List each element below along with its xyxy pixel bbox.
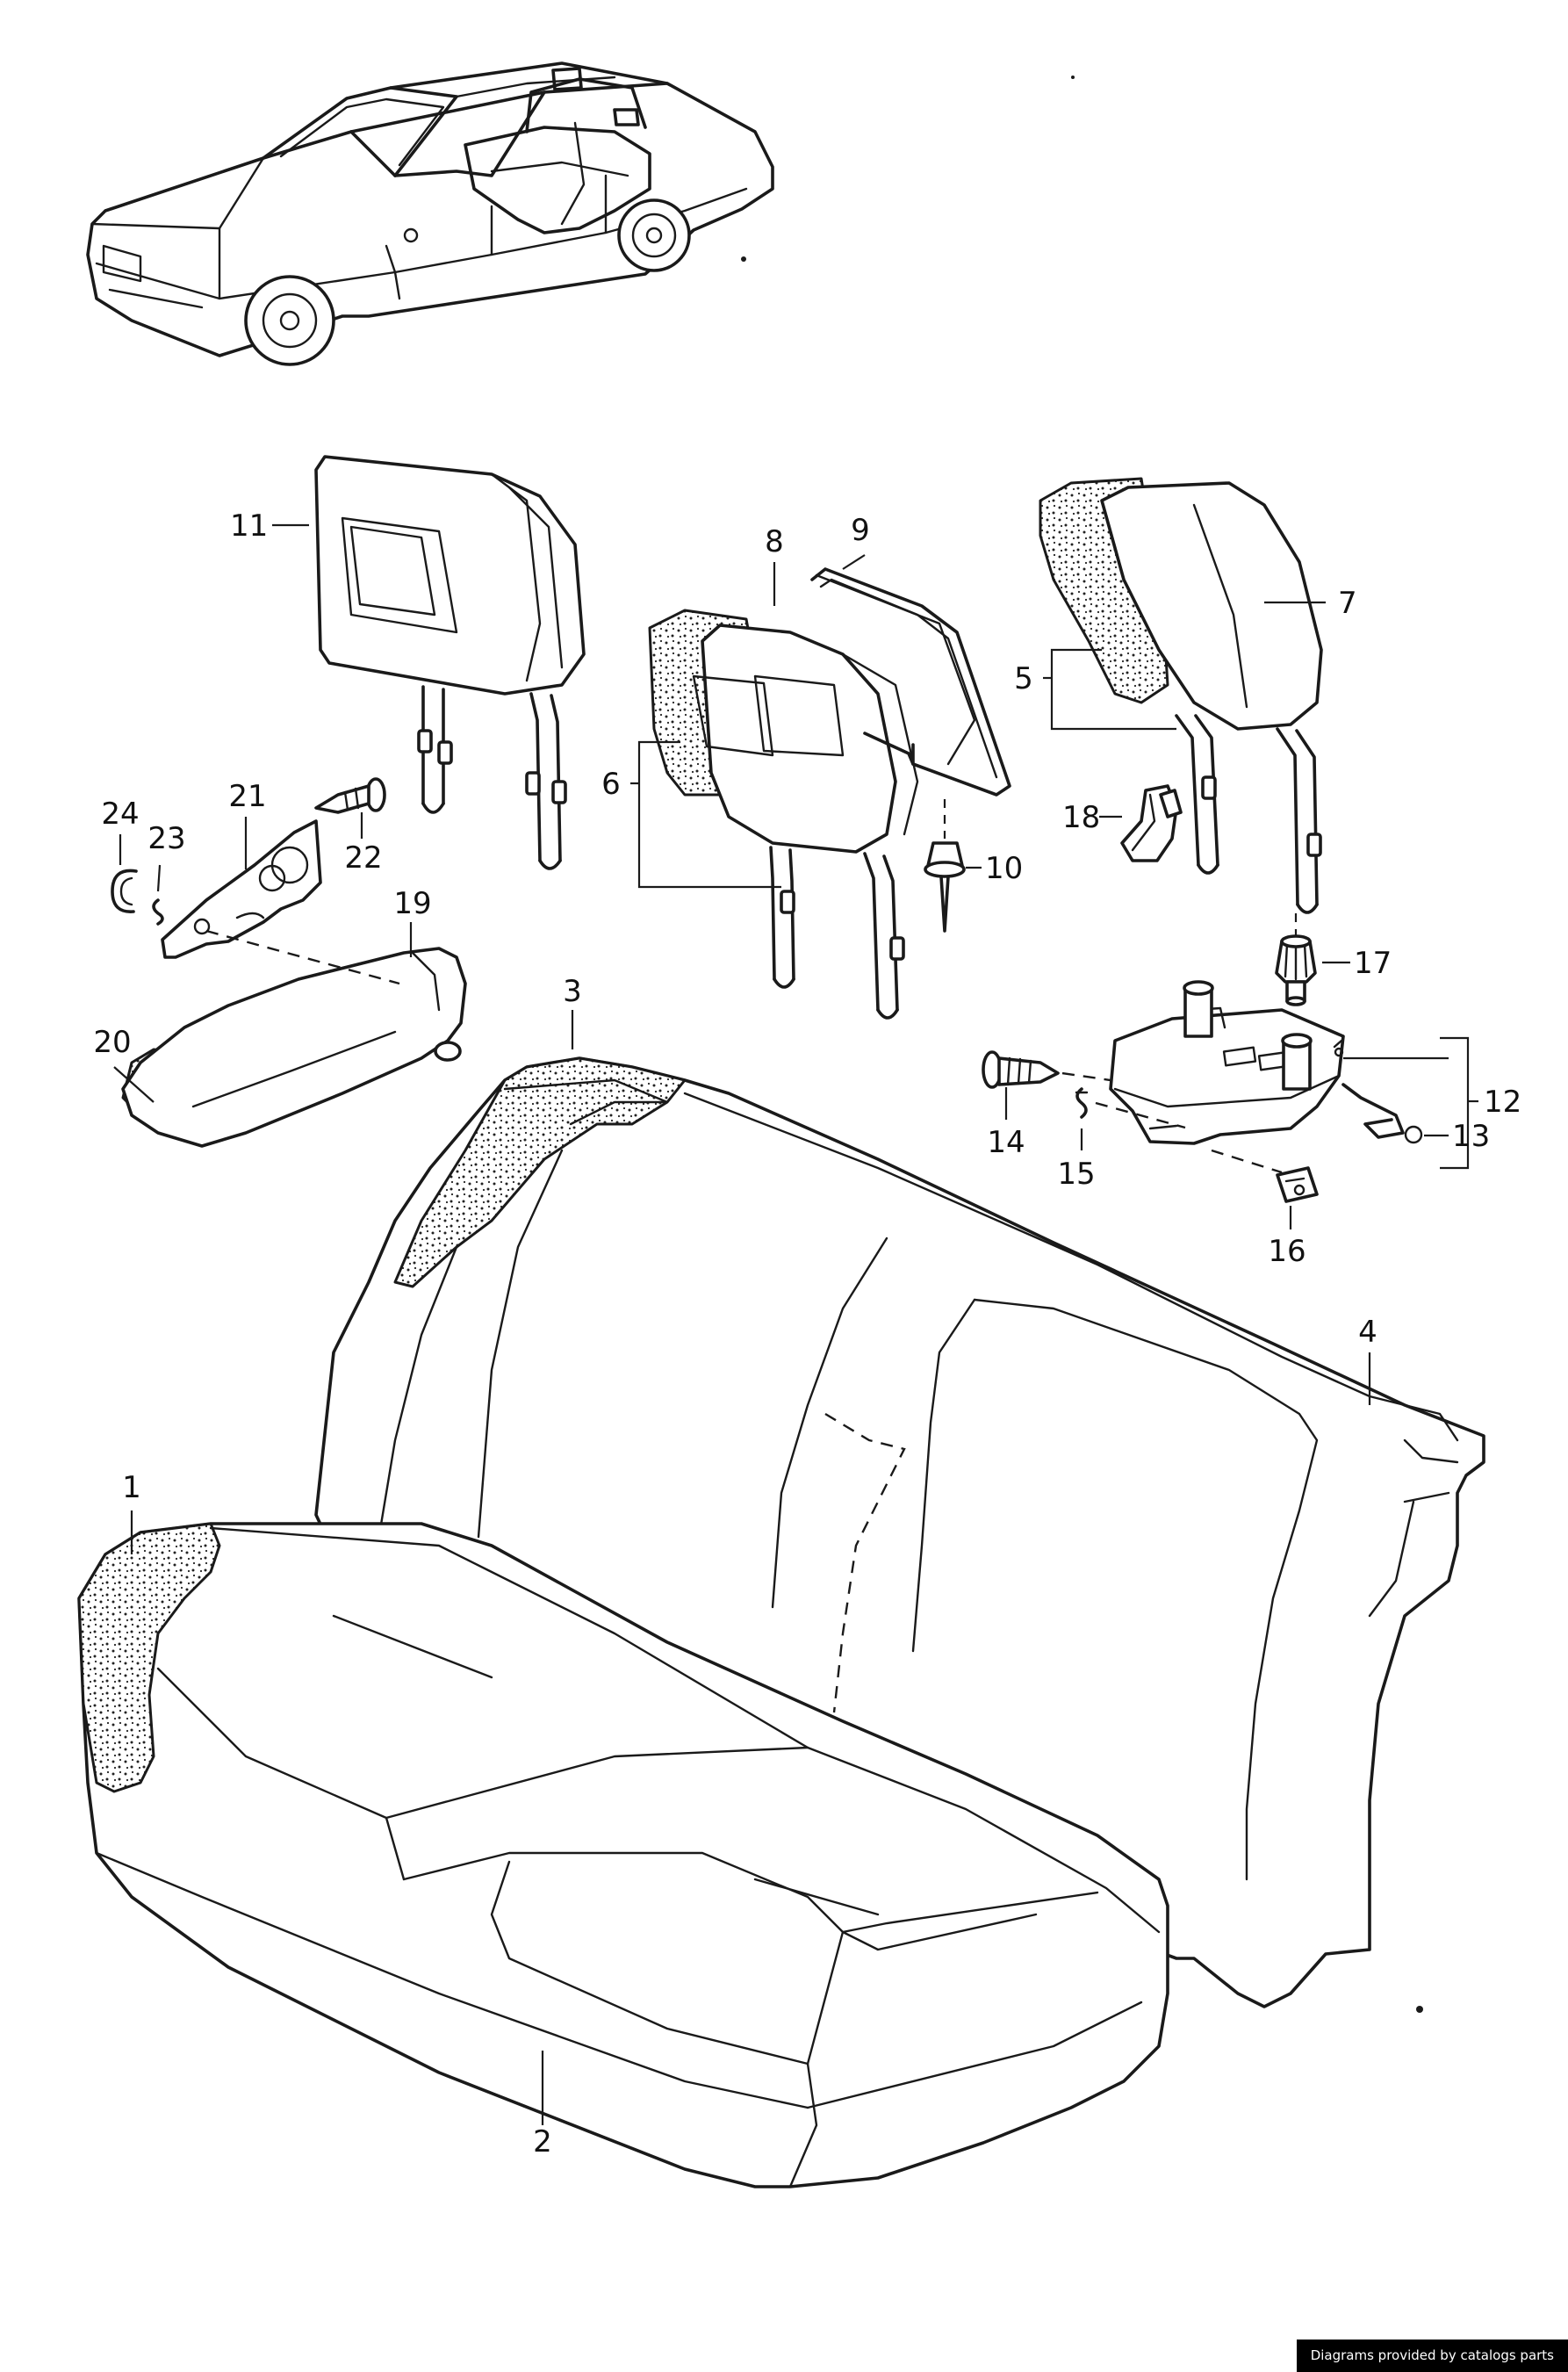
knob-part-17 <box>1275 934 1317 1006</box>
callout-16: 16 <box>1268 1234 1305 1269</box>
callout-20: 20 <box>93 1025 131 1060</box>
headrest-part-11 <box>314 455 586 870</box>
headrest-frame-part-9 <box>810 567 1011 797</box>
bracket-12 <box>1440 1036 1470 1170</box>
clip-part-16 <box>1276 1166 1319 1203</box>
bracket-part-21 <box>161 819 322 959</box>
backrest-part-4 <box>314 1056 1485 2008</box>
callout-14: 14 <box>987 1125 1025 1160</box>
spring-clip-part-13 <box>1341 1083 1423 1144</box>
car-overview-illustration <box>86 61 774 366</box>
callout-23: 23 <box>147 821 185 856</box>
callout-15: 15 <box>1057 1157 1095 1192</box>
seat-cushion-part-2 <box>77 1522 1169 2188</box>
circlip-part-24 <box>111 869 138 913</box>
headrest-part-7 <box>1039 477 1323 914</box>
guide-part-18 <box>1120 784 1183 862</box>
bracket-axis-21 <box>205 929 400 985</box>
stray-dot <box>1416 2006 1423 2013</box>
callout-3: 3 <box>563 974 582 1009</box>
washer-part-23 <box>152 898 164 926</box>
callout-labels: 1 2 3 4 5 6 7 8 9 10 11 12 13 14 15 16 1… <box>93 508 1521 2159</box>
callout-5: 5 <box>1014 661 1033 696</box>
callout-10: 10 <box>985 851 1023 886</box>
leader-9 <box>842 554 866 570</box>
callout-12: 12 <box>1484 1085 1521 1120</box>
leader-20 <box>113 1066 155 1103</box>
spring-washer-part-15 <box>1075 1087 1089 1119</box>
callout-2: 2 <box>533 2124 552 2159</box>
callout-19: 19 <box>393 886 431 921</box>
callout-22: 22 <box>344 840 382 876</box>
mounting-plate-part-12 <box>1109 980 1345 1145</box>
callout-21: 21 <box>228 779 266 814</box>
plug-part-10 <box>924 841 966 933</box>
callout-24: 24 <box>101 797 139 832</box>
stray-dot <box>1071 76 1075 79</box>
callout-4: 4 <box>1358 1315 1377 1350</box>
callout-13: 13 <box>1452 1119 1490 1154</box>
bracket-5 <box>1050 648 1176 731</box>
screw-axis-14 <box>1061 1071 1111 1082</box>
credit-banner: Diagrams provided by catalogs parts <box>1296 2340 1568 2372</box>
screw-part-22 <box>314 777 386 814</box>
callout-11: 11 <box>230 508 268 544</box>
callout-9: 9 <box>851 513 870 548</box>
callout-18: 18 <box>1062 800 1100 835</box>
callout-17: 17 <box>1354 946 1392 981</box>
clip-axis-16 <box>1211 1149 1283 1174</box>
callout-7: 7 <box>1338 586 1357 621</box>
callout-6: 6 <box>601 767 621 802</box>
bracket-6 <box>637 740 781 889</box>
armrest-part-19 <box>121 947 467 1148</box>
headrest-part-8 <box>648 573 976 1020</box>
leader-23 <box>156 864 162 892</box>
callout-1: 1 <box>122 1470 141 1505</box>
callout-8: 8 <box>765 524 784 559</box>
washer-axis-15 <box>1095 1101 1186 1129</box>
stray-dot <box>741 256 746 262</box>
screw-part-14 <box>982 1050 1060 1089</box>
